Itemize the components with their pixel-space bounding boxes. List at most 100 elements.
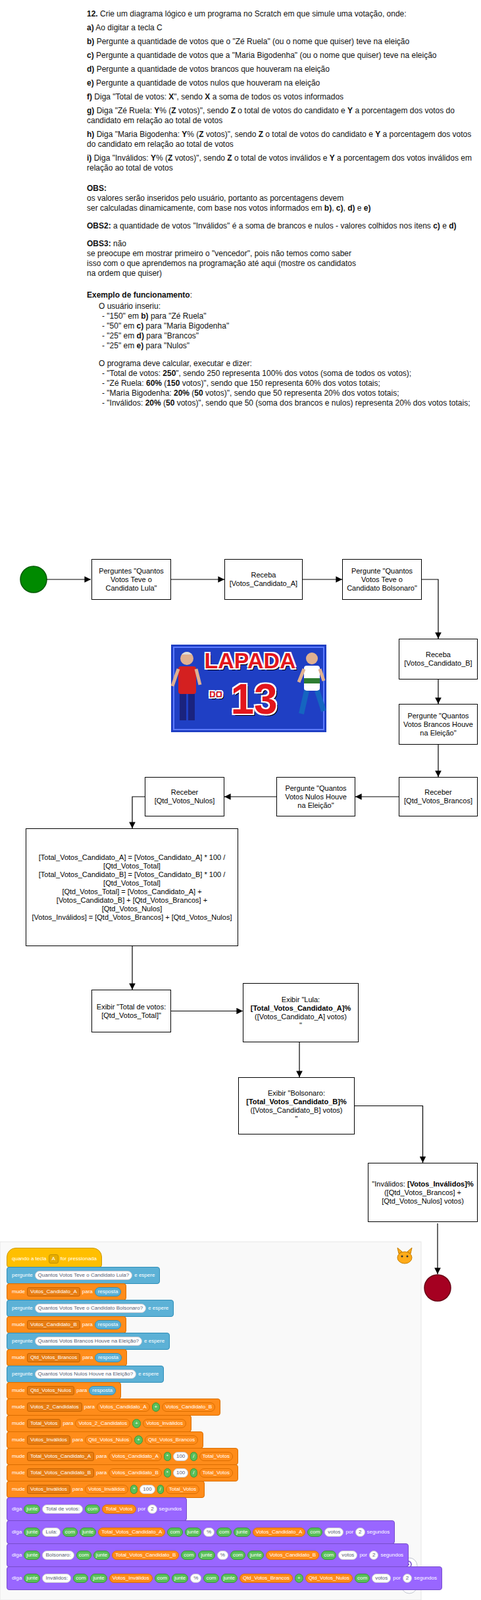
- block-input: com: [321, 1549, 337, 1559]
- block-input: Qtd_Votos_Nulos: [84, 1434, 133, 1444]
- block-keyword: por: [345, 1527, 354, 1535]
- scratch-panel: [0, 1240, 422, 1599]
- block-input: Quantos Votos Nulos Houve na Eleição?: [34, 1368, 137, 1378]
- body-text: os valores serão inseridos pelo usuário,…: [86, 193, 344, 203]
- paragraph: a) Ao digitar a tecla C: [86, 23, 474, 33]
- paragraph: OBS2: a quantidade de votos "Inválidos" …: [86, 221, 474, 231]
- paragraph: O programa deve calcular, executar e diz…: [86, 358, 474, 408]
- text-wrap: Exibir "Bolsonaro:[Total_Votos_Candidato…: [242, 1088, 351, 1123]
- block-keyword: segundos: [367, 1527, 391, 1535]
- block-input: %: [217, 1549, 229, 1559]
- flow-arrow: [132, 796, 145, 828]
- block-input: Quantos Votos Brancos Houve na Eleição?: [34, 1335, 143, 1345]
- block-keyword: para: [82, 1353, 93, 1361]
- body-text: votos)", sendo que 50 representa 20% dos…: [203, 388, 400, 398]
- block-input: *: [163, 1450, 172, 1461]
- block-keyword: quando a tecla: [11, 1254, 47, 1262]
- block-input: Qtd_Votos_Nulos: [26, 1385, 75, 1395]
- scratch-block: mudeTotal_VotosparaVotos_2_Candidatos+Vo…: [6, 1414, 192, 1432]
- block-input: +: [134, 1434, 143, 1444]
- block-keyword: segundos: [159, 1504, 183, 1512]
- body-text: :: [190, 290, 193, 300]
- body-text: b): [140, 311, 149, 321]
- body-text: (: [161, 398, 166, 408]
- block-input: com: [73, 1572, 89, 1582]
- block-input: Qtd_Votos_Brancos: [239, 1572, 293, 1582]
- box-text: Exibir "Bolsonaro:: [242, 1088, 351, 1097]
- text-wrap: [Total_Votos_Candidato_A] = [Votos_Candi…: [29, 852, 235, 922]
- block-keyword: for pressionada: [60, 1254, 97, 1262]
- box-text: [Total_Votos_Candidato_B]%: [242, 1096, 351, 1106]
- body-text: isso com o que aprendemos na programação…: [86, 258, 356, 268]
- block-input: Total de votos:: [42, 1503, 83, 1513]
- body-text: f): [86, 92, 93, 102]
- paragraph: e) Pergunte a quantidade de votos nulos …: [86, 78, 474, 89]
- process-box: Exibir "Total de votos: [Qtd_Votos_Total…: [91, 988, 172, 1032]
- body-text: para "Maria Bigodenha": [143, 321, 229, 331]
- block-keyword: mude: [11, 1419, 26, 1426]
- block-input: +: [132, 1417, 141, 1428]
- scratch-block: digajunteBolsonaro:comjunteTotal_Votos_C…: [6, 1542, 409, 1567]
- poster-text: 13: [223, 677, 285, 720]
- block-input: 2: [369, 1549, 379, 1559]
- flow-arrow: [437, 744, 439, 777]
- body-text: Z: [258, 129, 264, 139]
- paragraph: g) Diga "Zé Ruela: Y% (Z votos)", sendo …: [86, 105, 474, 126]
- body-text: i): [86, 153, 92, 163]
- scratch-block: mudeVotos_InválidosparaQtd_Votos_Nulos+Q…: [6, 1430, 204, 1448]
- scratch-block: mudeVotos_2_CandidatosparaVotos_Candidat…: [6, 1397, 221, 1415]
- body-text: 60%: [146, 378, 162, 388]
- block-input: junte: [93, 1549, 110, 1559]
- body-text: Diga "Inválidos:: [91, 153, 151, 163]
- body-text: Pergunte a quantidade de votos que o "Zé…: [94, 36, 410, 47]
- body-text: ,: [343, 203, 349, 213]
- body-text: 20%: [173, 388, 190, 398]
- body-text: O programa deve calcular, executar e diz…: [98, 358, 253, 368]
- block-input: Votos_Candidato_A: [108, 1450, 162, 1461]
- body-text: votos)", sendo que 150 representa 60% do…: [179, 378, 380, 388]
- scratch-block: pergunteQuantos Votos Nulos Houve na Ele…: [6, 1364, 164, 1382]
- body-text: ", sendo 250 representa 100% dos votos (…: [175, 368, 412, 378]
- body-text: Pergunte a quantidade de votos nulos que…: [94, 78, 321, 88]
- body-text: votos)", sendo que 50 (soma dos brancos …: [174, 398, 470, 408]
- body-text: 150: [166, 378, 180, 388]
- block-input: Votos_Candidato_A: [252, 1526, 306, 1536]
- block-keyword: diga: [11, 1550, 22, 1558]
- block-input: Votos_Inválidos: [26, 1434, 71, 1444]
- block-input: Votos_Inválidos: [142, 1417, 187, 1428]
- box-text: Receber [Qtd_Votos_Brancos]: [402, 787, 474, 805]
- block-input: votos: [371, 1572, 391, 1582]
- body-text: - "50" em: [101, 321, 137, 331]
- body-text: d): [136, 330, 145, 341]
- body-text: Y: [375, 129, 381, 139]
- block-input: com: [230, 1549, 246, 1559]
- body-text: - "Inválidos:: [101, 398, 146, 408]
- process-box: Receber [Qtd_Votos_Brancos]: [398, 776, 478, 816]
- process-box: Exibir "Bolsonaro:[Total_Votos_Candidato…: [238, 1076, 355, 1134]
- process-box: Pergunte "Quantos Votos Nulos Houve na E…: [276, 776, 356, 816]
- poster-text: LAPADA: [200, 648, 300, 672]
- body-text: Z: [198, 129, 204, 139]
- block-input: Total_Votos: [101, 1503, 136, 1513]
- body-text: Z: [227, 153, 232, 163]
- box-text: Pergunte "Quantos Votos Nulos Houve na E…: [280, 783, 352, 810]
- block-keyword: mude: [11, 1402, 26, 1410]
- block-input: Lula:: [42, 1526, 60, 1536]
- block-input: junte: [171, 1572, 189, 1582]
- process-box: Receba [Votos_Candidato_A]: [224, 558, 303, 600]
- block-input: /: [190, 1467, 197, 1477]
- body-text: - "150" em: [101, 311, 141, 321]
- box-text: [Total_Votos_Candidato_A] = [Votos_Candi…: [29, 852, 235, 870]
- body-text: Diga "Total de votos:: [92, 92, 169, 102]
- poster-picture: [171, 644, 327, 732]
- body-text: - "Maria Bigodenha:: [101, 388, 174, 398]
- block-input: com: [216, 1526, 232, 1536]
- block-keyword: para: [62, 1419, 74, 1426]
- body-text: Crie um diagrama lógico e um programa no…: [98, 9, 407, 19]
- body-text: - "Zé Ruela:: [101, 378, 147, 388]
- paragraph: Exemplo de funcionamento:: [86, 290, 474, 301]
- block-input: Qtd_Votos_Brancos: [144, 1434, 199, 1444]
- scratch-block: quando a teclaAfor pressionada: [6, 1246, 102, 1267]
- body-text: % (: [159, 105, 172, 116]
- body-text: Ao digitar a tecla C: [94, 23, 163, 33]
